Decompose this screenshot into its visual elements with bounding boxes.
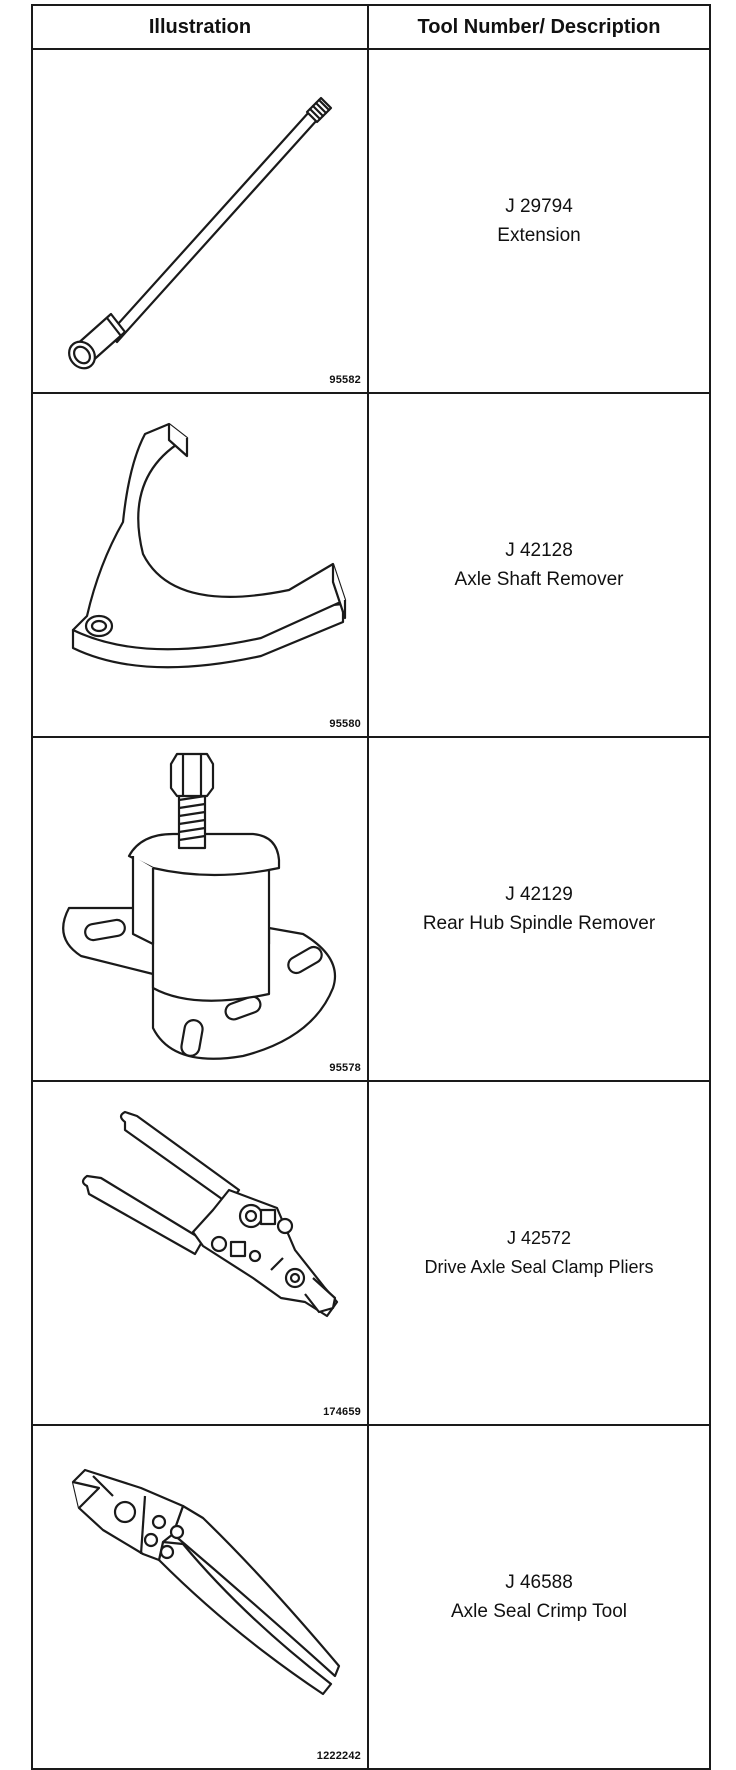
figure-number: 1222242 — [316, 1750, 361, 1762]
header-tool-number-description: Tool Number/ Description — [367, 4, 711, 50]
tool-number: J 46588 — [505, 1572, 573, 1593]
tool-description: Axle Shaft Remover — [454, 569, 624, 590]
special-tools-table: Illustration Tool Number/ Description — [31, 4, 711, 1770]
tool-description-cell: J 46588 Axle Seal Crimp Tool — [367, 1424, 711, 1770]
tool-number: J 42572 — [506, 1228, 572, 1248]
table-row: 95580 J 42128 Axle Shaft Remover — [31, 392, 711, 738]
hub-spindle-remover-icon — [62, 752, 337, 1060]
illustration-cell: 1222242 — [31, 1424, 369, 1770]
extension-tool-icon — [68, 96, 333, 370]
tool-description: Drive Axle Seal Clamp Pliers — [424, 1257, 654, 1277]
tool-number: J 42129 — [505, 884, 573, 905]
table-row: 174659 J 42572 Drive Axle Seal Clamp Pli… — [31, 1080, 711, 1426]
tool-description: Rear Hub Spindle Remover — [422, 913, 656, 934]
tool-description: Axle Seal Crimp Tool — [450, 1601, 627, 1622]
table-header-row: Illustration Tool Number/ Description — [31, 4, 711, 50]
clamp-pliers-icon — [81, 1110, 339, 1318]
tool-description: Extension — [497, 225, 581, 246]
axle-shaft-remover-icon — [71, 422, 347, 669]
tool-number: J 42128 — [505, 540, 573, 561]
figure-number: 95580 — [329, 718, 361, 730]
figure-number: 95582 — [329, 374, 361, 386]
illustration-cell: 95578 — [31, 736, 369, 1082]
tool-description-cell: J 42572 Drive Axle Seal Clamp Pliers — [367, 1080, 711, 1426]
crimp-tool-icon — [71, 1468, 341, 1696]
illustration-cell: 95580 — [31, 392, 369, 738]
illustration-cell: 95582 — [31, 48, 369, 394]
table-row: 1222242 J 46588 Axle Seal Crimp Tool — [31, 1424, 711, 1770]
tool-description-cell: J 42129 Rear Hub Spindle Remover — [367, 736, 711, 1082]
table-row: 95578 J 42129 Rear Hub Spindle Remover — [31, 736, 711, 1082]
tool-description-cell: J 42128 Axle Shaft Remover — [367, 392, 711, 738]
header-illustration: Illustration — [31, 4, 369, 50]
figure-number: 174659 — [323, 1406, 361, 1418]
tool-number: J 29794 — [505, 196, 573, 217]
table-row: 95582 J 29794 Extension — [31, 48, 711, 394]
tool-description-cell: J 29794 Extension — [367, 48, 711, 394]
figure-number: 95578 — [329, 1062, 361, 1074]
illustration-cell: 174659 — [31, 1080, 369, 1426]
